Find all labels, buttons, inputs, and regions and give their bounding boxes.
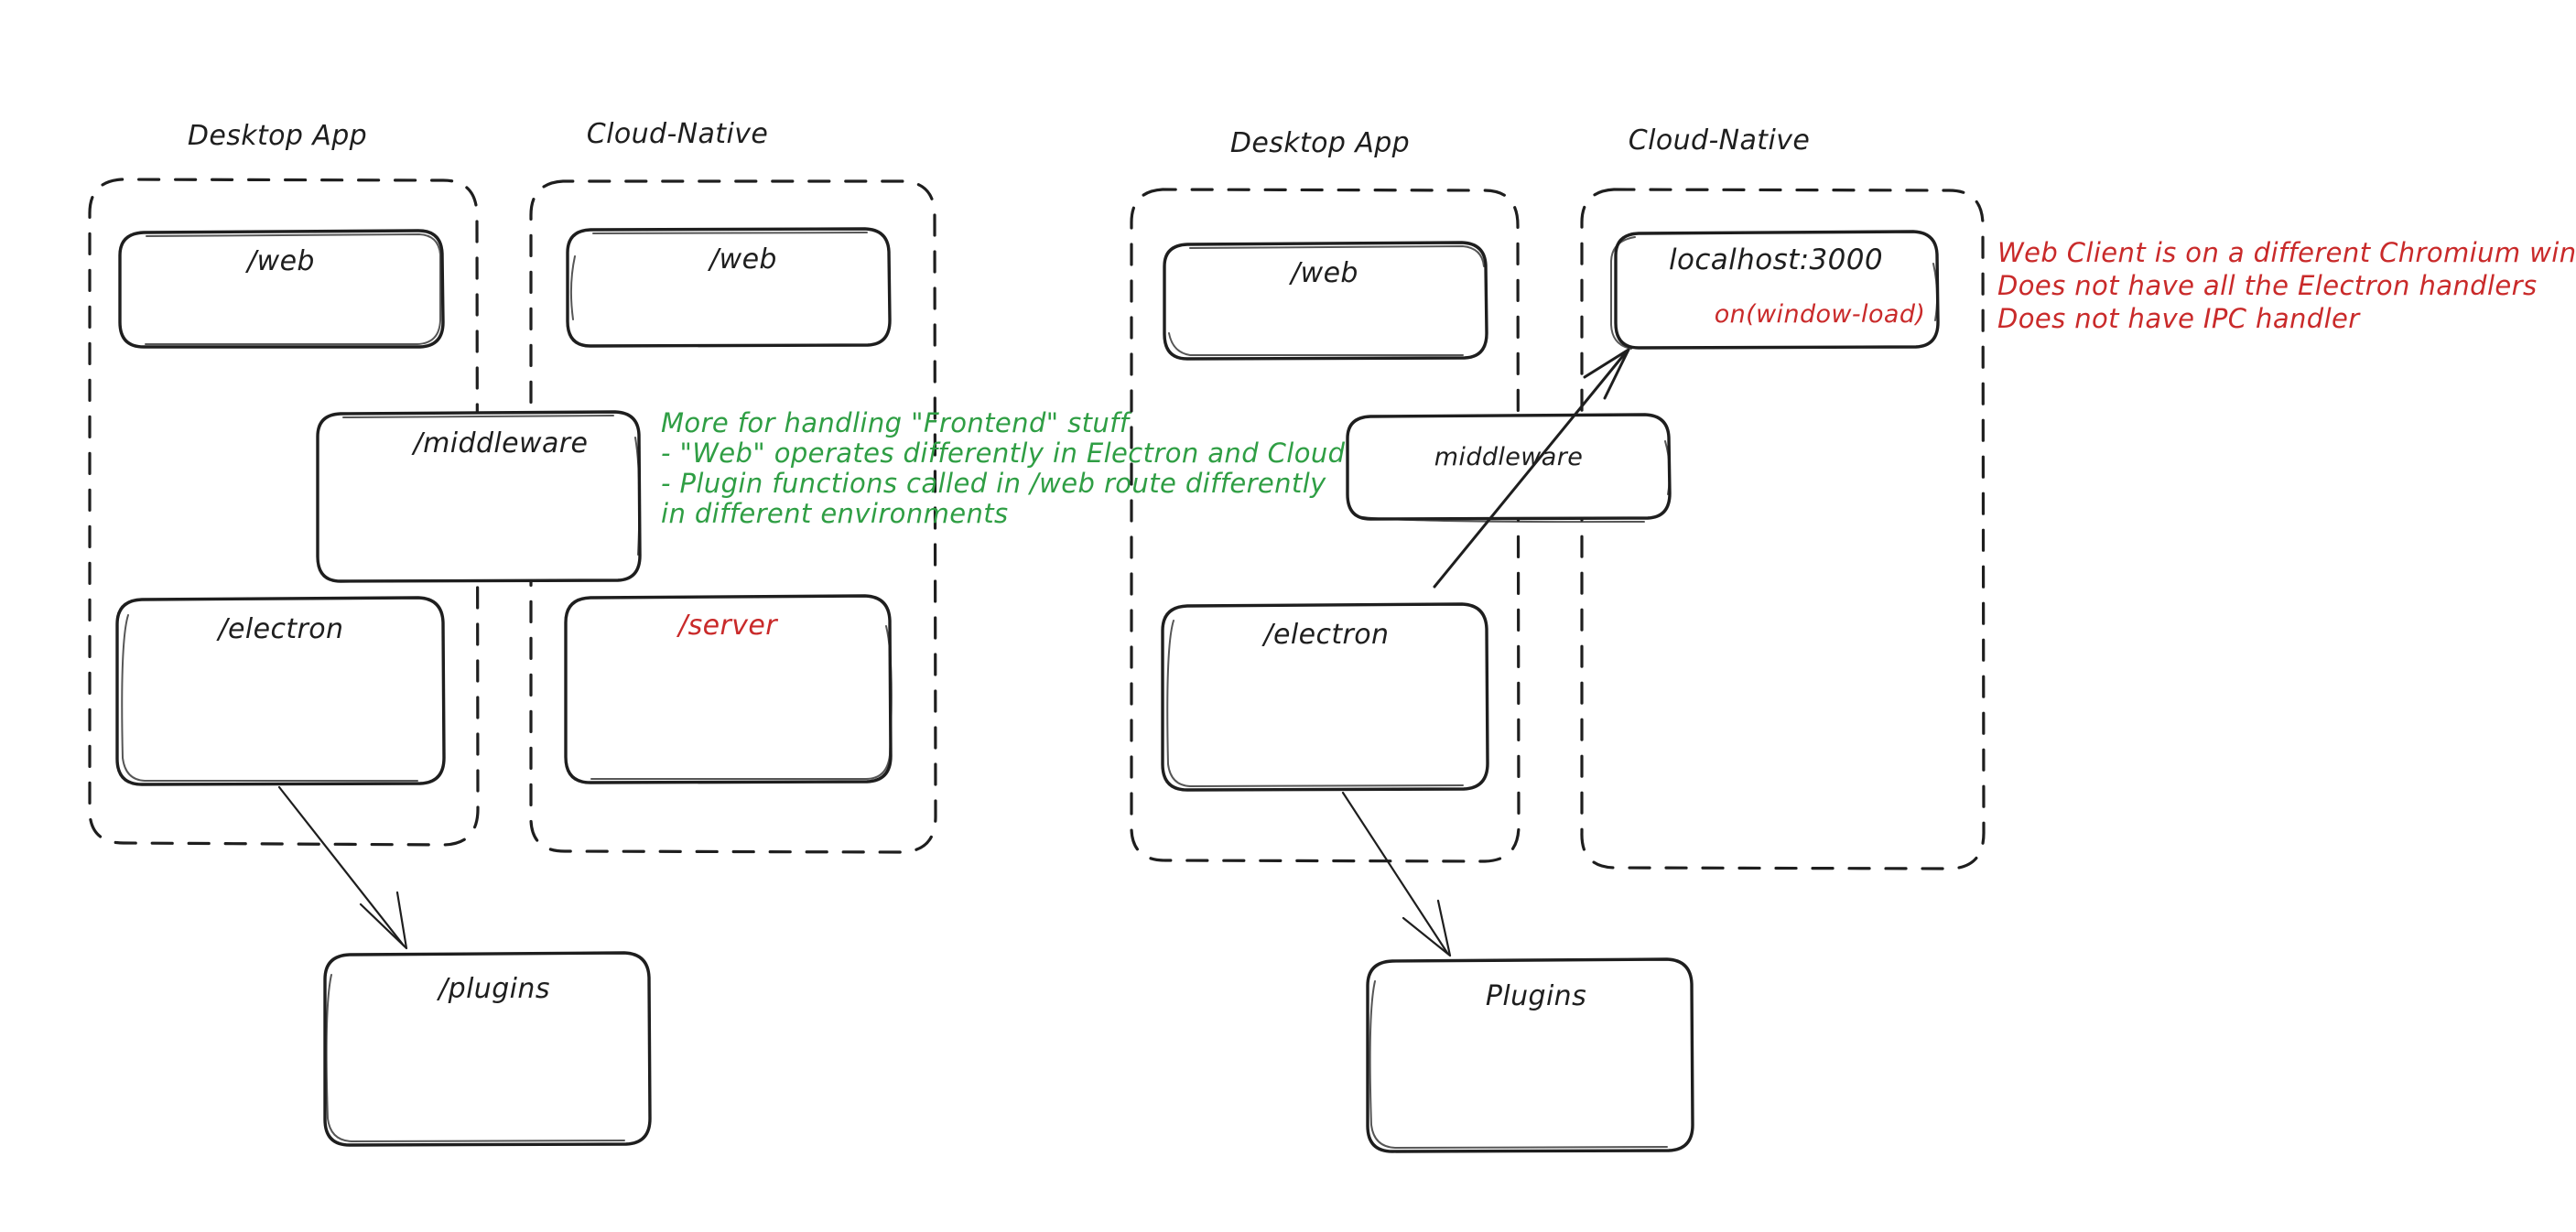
node-right-middleware[interactable]: middleware [1346,413,1672,524]
node-left-server-label: /server [676,610,778,642]
node-outline-sketch [145,233,441,345]
group-left-cloud-native-label: Cloud-Native [587,118,768,150]
annotation-green-line-1: More for handling "Frontend" stuff [661,407,1132,438]
dashed-boundary [1580,188,1986,870]
node-left-cloud-web[interactable]: /web [566,227,892,348]
node-right-plugins[interactable]: Plugins [1366,957,1694,1153]
arrow-shaft [277,785,406,947]
node-right-electron[interactable]: /electron [1161,602,1489,792]
node-outline [323,951,652,1147]
node-outline [566,227,892,348]
dashed-boundary [88,178,480,847]
node-right-desktop-web[interactable]: /web [1163,241,1488,361]
group-left-cloud-native: Cloud-Native [529,118,937,854]
node-outline [118,229,445,349]
node-right-desktop-web-label: /web [1288,257,1358,289]
node-outline-sketch [1168,245,1485,356]
node-left-plugins[interactable]: /plugins [323,951,652,1147]
node-left-middleware[interactable]: /middleware [316,410,642,583]
node-left-electron-label: /electron [216,613,344,645]
node-outline [316,410,642,583]
annotation-green-line-3: - Plugin functions called in /web route … [661,468,1326,499]
dashed-boundary [1130,188,1521,863]
arrow-shaft [1433,351,1628,589]
node-right-electron-label: /electron [1261,619,1390,651]
node-right-localhost-label: localhost:3000 [1669,243,1883,276]
group-right-desktop-app-label: Desktop App [1230,127,1410,159]
annotation-green-line-4: in different environments [661,498,1009,529]
node-left-plugins-label: /plugins [436,973,550,1005]
node-outline-sketch [121,614,418,782]
node-left-desktop-web-label: /web [244,245,315,277]
group-right-cloud-native-label: Cloud-Native [1629,124,1810,157]
arrow-left-electron-to-plugins [277,785,408,950]
node-outline [1366,957,1694,1153]
node-outline-sketch [590,625,893,780]
annotation-red-line-2: Does not have all the Electron handlers [1997,270,2538,301]
node-outline-sketch [342,415,641,556]
arrow-right-electron-to-plugins [1341,791,1452,957]
node-right-plugins-label: Plugins [1486,980,1586,1012]
node-outline [1161,602,1489,792]
node-outline-sketch [1369,980,1668,1149]
arrow-head [1402,899,1452,957]
annotation-green: More for handling "Frontend" stuff - "We… [661,407,1444,529]
node-left-electron[interactable]: /electron [115,596,446,786]
node-left-cloud-web-label: /web [707,243,777,276]
annotation-red-line-3: Does not have IPC handler [1997,303,2361,334]
group-right-cloud-native: Cloud-Native [1580,124,1986,870]
group-right-desktop-app: Desktop App [1130,127,1521,863]
annotation-red-line-1: Web Client is on a different Chromium wi… [1997,237,2576,268]
dashed-boundary [529,179,937,854]
node-outline [1346,413,1672,521]
arrow-right-electron-to-localhost [1433,348,1630,589]
node-right-middleware-label: middleware [1434,443,1584,471]
node-left-server[interactable]: /server [564,594,893,784]
node-outline-sketch [1610,236,1939,350]
annotation-red: Web Client is on a different Chromium wi… [1997,237,2576,334]
node-outline [564,594,893,784]
annotation-green-line-2: - "Web" operates differently in Electron… [661,438,1444,469]
node-outline-sketch [569,232,868,320]
node-left-middleware-label: /middleware [411,427,589,459]
node-outline [115,596,446,786]
node-outline [1614,230,1940,350]
arrow-head [359,891,408,950]
arrow-head [1583,348,1630,400]
node-outline-sketch [1166,620,1464,787]
node-outline [1163,241,1488,361]
group-left-desktop-app-label: Desktop App [188,120,367,152]
node-right-localhost[interactable]: localhost:3000 on(window-load) [1610,230,1940,350]
arrow-shaft [1341,791,1449,955]
node-left-desktop-web[interactable]: /web [118,229,445,349]
node-right-localhost-sublabel: on(window-load) [1715,300,1926,329]
node-outline-sketch [1354,440,1671,524]
node-outline-sketch [325,974,625,1142]
group-left-desktop-app: Desktop App [88,120,480,847]
